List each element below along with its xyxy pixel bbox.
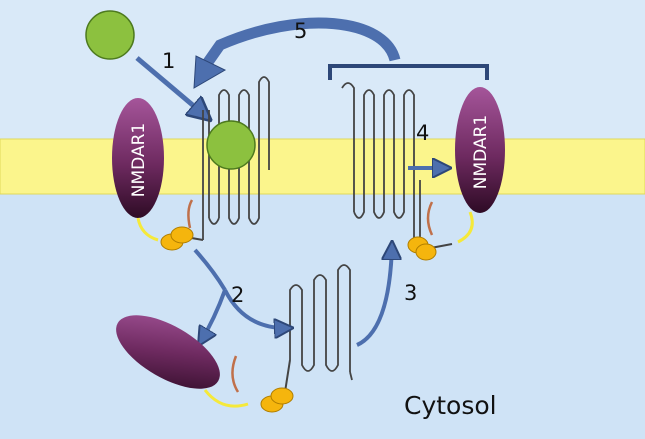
anchor-right: [407, 236, 437, 261]
cytosol-label: Cytosol: [404, 391, 497, 420]
receptor-left: NMDAR1: [112, 98, 164, 218]
receptor-right: NMDAR1: [455, 87, 505, 213]
step-5-label: 5: [294, 19, 307, 43]
anchor-left: [160, 226, 194, 251]
bracket: [328, 64, 489, 80]
step-5-arrow-head: [193, 55, 227, 89]
receptor-left-label: NMDAR1: [129, 123, 149, 197]
tether-cytosol: [203, 355, 291, 408]
step-2-label: 2: [231, 283, 244, 307]
cytosol-region: [0, 170, 645, 439]
step-2-arrow: [193, 248, 290, 343]
ligand-bound: [206, 120, 256, 170]
protein-cytosol: [289, 264, 353, 381]
receptor-cytosol: [116, 315, 220, 389]
protein-left: [202, 76, 270, 240]
cell-membrane: [0, 138, 645, 195]
step-4-label: 4: [416, 121, 429, 145]
step-3-label: 3: [404, 281, 417, 305]
step-3-arrow: [356, 244, 392, 347]
ligand-free: [85, 10, 135, 60]
step-5-arrow: [201, 17, 401, 69]
receptor-right-label: NMDAR1: [471, 115, 491, 189]
step-1-arrow: [135, 56, 208, 118]
anchor-cytosol: [260, 387, 294, 413]
step-1-label: 1: [162, 49, 175, 73]
